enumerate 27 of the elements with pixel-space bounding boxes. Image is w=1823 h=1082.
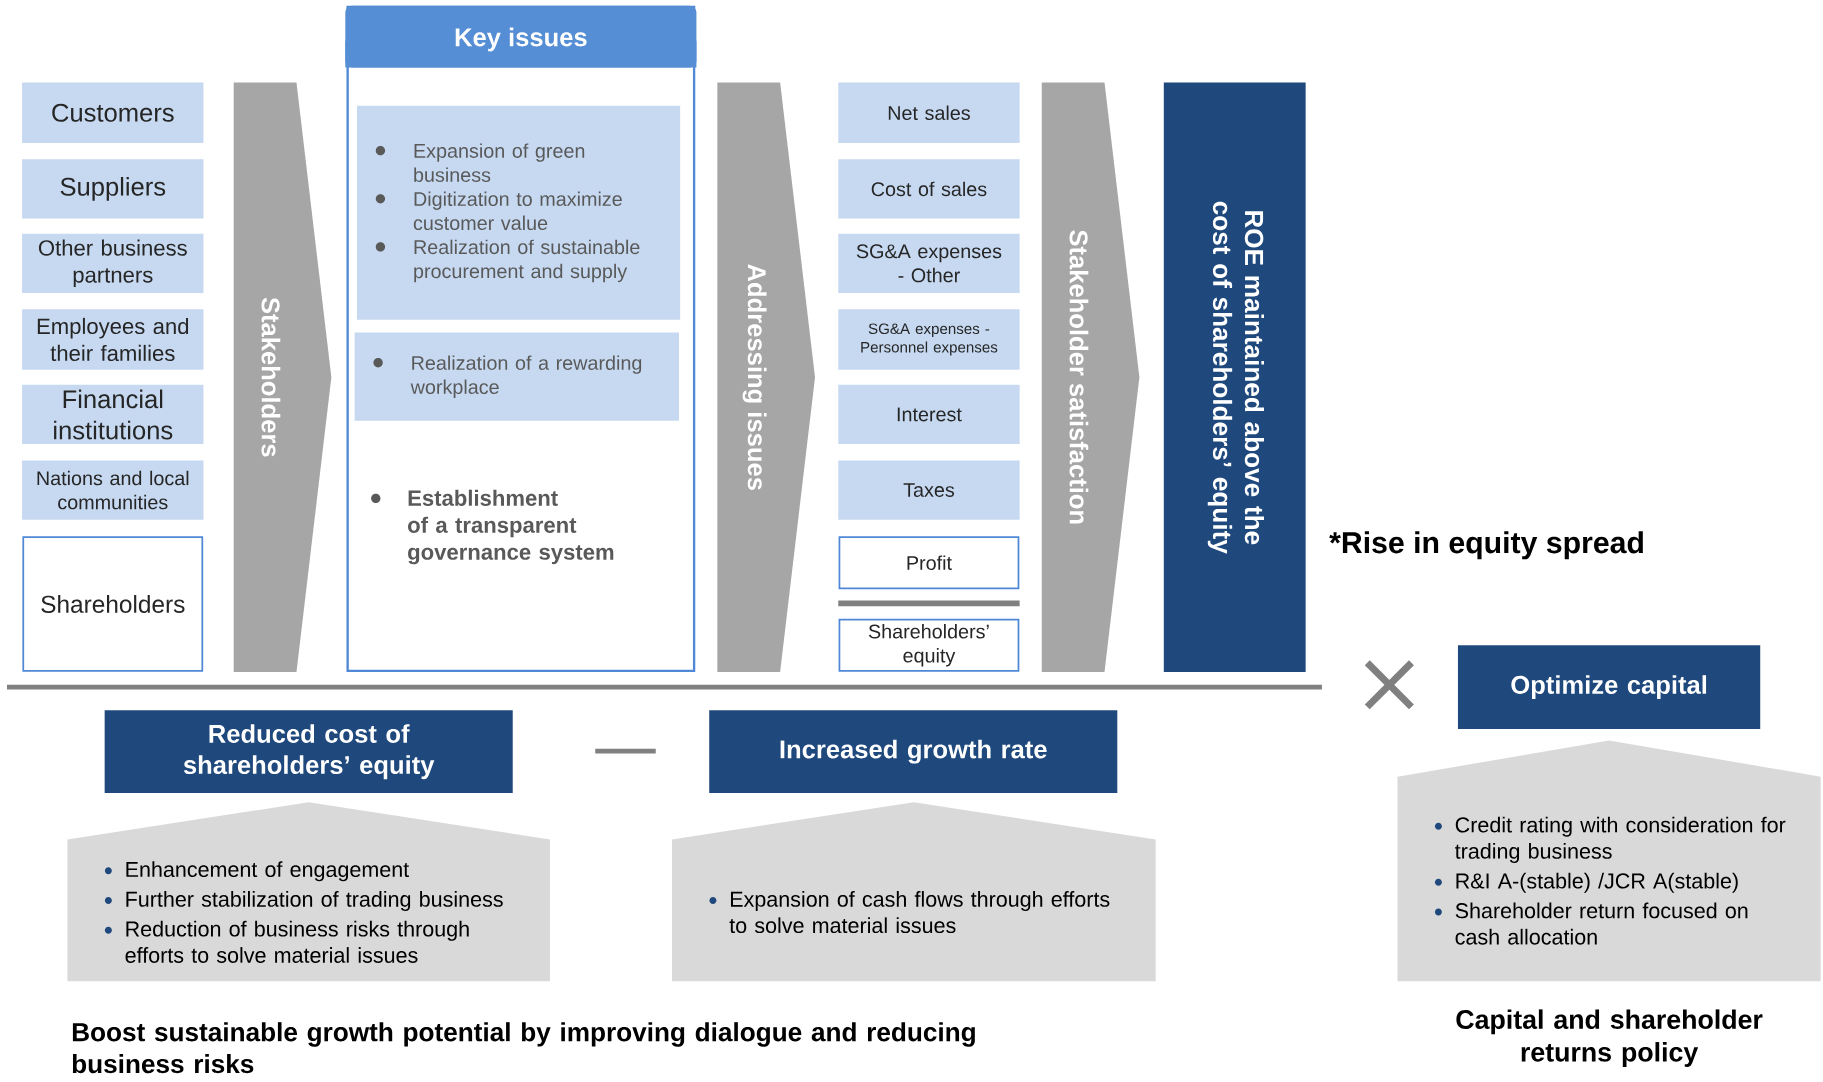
caption-text: Capital and shareholder returns policy xyxy=(1456,1009,1763,1067)
issue-box: Expansion of green business Digitization to maximize customer value Realization of sustainable procurement and supply xyxy=(356,105,681,320)
stakeholder-box: Taxes xyxy=(838,460,1020,520)
stakeholder-box: Interest xyxy=(838,384,1020,444)
stakeholder-box: Nations and local communities xyxy=(22,460,204,520)
result-box: ROE maintained above the cost of shareholders’ equity xyxy=(1163,82,1306,672)
outlined-box: Profit xyxy=(838,536,1020,589)
stakeholder-box: SG&A expenses - Other xyxy=(838,233,1020,293)
house-panel: Credit rating with consideration for trading business R&I A-(stable) /JCR A(stable) Shareholder return focused on cash allocation xyxy=(1397,740,1821,982)
stakeholder-box: SG&A expenses - Personnel expenses xyxy=(838,309,1020,370)
stakeholder-box: Suppliers xyxy=(22,159,204,219)
heading-box: Reduced cost of shareholders’ equity xyxy=(104,710,513,793)
stakeholder-box: Customers xyxy=(22,82,204,143)
stakeholder-box: Employees and their families xyxy=(22,309,204,370)
house-panel: Expansion of cash flows through efforts to solve material issues xyxy=(672,802,1156,982)
issue-box: Realization of a rewarding workplace xyxy=(354,332,679,421)
outlined-box: Shareholders xyxy=(22,536,204,672)
stakeholder-box: Net sales xyxy=(838,82,1020,143)
stakeholder-box: Cost of sales xyxy=(838,159,1020,219)
stakeholder-box: Other business partners xyxy=(22,233,204,293)
caption-text: Boost sustainable growth potential by improving dialogue and reducing business risks xyxy=(72,1022,975,1074)
heading-box: Optimize capital xyxy=(1457,645,1761,729)
stakeholder-box: Financial institutions xyxy=(22,384,204,444)
note-text: *Rise in equity spread xyxy=(1329,531,1643,560)
outlined-box: Shareholders’ equity xyxy=(838,618,1020,672)
house-panel: Enhancement of engagement Further stabilization of trading business Reduction of business risks through efforts to solve material issues xyxy=(67,802,550,982)
heading-box: Increased growth rate xyxy=(709,710,1118,793)
